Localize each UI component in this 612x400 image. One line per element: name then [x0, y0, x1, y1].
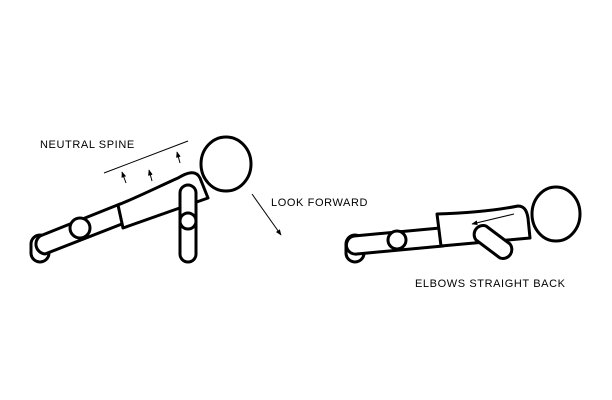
left-figure-head	[199, 135, 253, 193]
label-look-forward: LOOK FORWARD	[271, 197, 368, 209]
label-neutral-spine: NEUTRAL SPINE	[40, 139, 135, 151]
right-figure-arm	[472, 224, 514, 260]
left-figure-knee	[68, 216, 92, 240]
look-forward-arrow	[251, 193, 282, 236]
spine-arrow-1	[121, 171, 127, 184]
spine-arrow-3	[176, 151, 181, 164]
neutral-spine-indicator	[103, 140, 189, 184]
label-elbows-straight-back: ELBOWS STRAIGHT BACK	[415, 278, 566, 290]
left-figure-elbow	[178, 211, 198, 231]
right-figure-head	[530, 185, 582, 243]
figure-bottom-position	[344, 185, 582, 264]
figure-top-position	[29, 135, 253, 264]
elbows-back-arrow	[471, 213, 515, 226]
right-figure-knee	[386, 229, 408, 251]
spine-guide-line	[103, 140, 189, 174]
spine-arrow-2	[148, 169, 153, 182]
